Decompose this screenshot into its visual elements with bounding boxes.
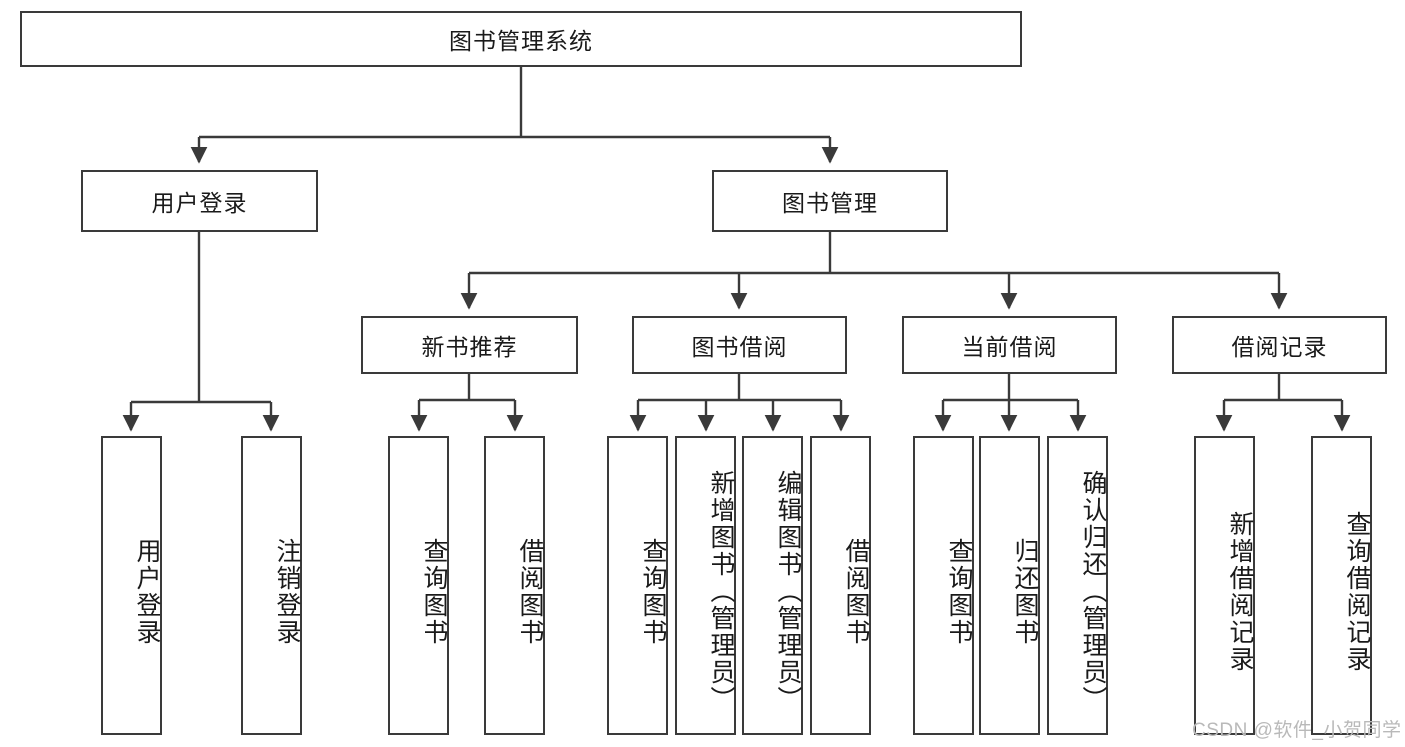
- leaf-label: 新增图书（管理员）: [707, 470, 735, 713]
- leaf-label: 查询图书: [420, 537, 448, 646]
- node-user-login-label: 用户登录: [151, 190, 248, 216]
- leaf-book-borrow-borrow[interactable]: 借阅图书: [810, 436, 871, 735]
- leaf-book-borrow-query[interactable]: 查询图书: [607, 436, 668, 735]
- leaf-user-login-signin[interactable]: 用户登录: [101, 436, 162, 735]
- leaf-current-borrow-return[interactable]: 归还图书: [979, 436, 1040, 735]
- leaf-label: 查询图书: [639, 537, 667, 646]
- node-book-management[interactable]: 图书管理: [712, 170, 948, 232]
- node-current-borrow[interactable]: 当前借阅: [902, 316, 1117, 374]
- node-root-label: 图书管理系统: [449, 28, 593, 54]
- leaf-user-login-signout[interactable]: 注销登录: [241, 436, 302, 735]
- leaf-new-book-query[interactable]: 查询图书: [388, 436, 449, 735]
- node-current-borrow-label: 当前借阅: [961, 334, 1058, 360]
- node-root[interactable]: 图书管理系统: [20, 11, 1022, 67]
- leaf-label: 确认归还（管理员）: [1079, 470, 1107, 713]
- leaf-label: 借阅图书: [516, 537, 544, 646]
- leaf-borrow-record-add[interactable]: 新增借阅记录: [1194, 436, 1255, 735]
- leaf-label: 查询图书: [945, 537, 973, 646]
- leaf-current-borrow-confirm-return[interactable]: 确认归还（管理员）: [1047, 436, 1108, 735]
- leaf-label: 新增借阅记录: [1226, 510, 1254, 673]
- node-new-book-recommend[interactable]: 新书推荐: [361, 316, 578, 374]
- node-book-management-label: 图书管理: [782, 190, 878, 216]
- leaf-book-borrow-edit[interactable]: 编辑图书（管理员）: [742, 436, 803, 735]
- node-user-login[interactable]: 用户登录: [81, 170, 318, 232]
- leaf-label: 用户登录: [133, 537, 161, 646]
- leaf-label: 编辑图书（管理员）: [774, 470, 802, 713]
- leaf-label: 借阅图书: [842, 537, 870, 646]
- leaf-new-book-borrow[interactable]: 借阅图书: [484, 436, 545, 735]
- watermark: CSDN @软件_小贺同学: [1192, 720, 1402, 741]
- leaf-label: 查询借阅记录: [1343, 510, 1371, 673]
- leaf-borrow-record-query[interactable]: 查询借阅记录: [1311, 436, 1372, 735]
- node-book-borrow[interactable]: 图书借阅: [632, 316, 847, 374]
- node-borrow-record[interactable]: 借阅记录: [1172, 316, 1387, 374]
- node-book-borrow-label: 图书借阅: [691, 334, 788, 360]
- leaf-label: 归还图书: [1011, 537, 1039, 646]
- node-borrow-record-label: 借阅记录: [1231, 334, 1328, 360]
- leaf-book-borrow-add[interactable]: 新增图书（管理员）: [675, 436, 736, 735]
- leaf-label: 注销登录: [273, 537, 301, 646]
- node-new-book-recommend-label: 新书推荐: [421, 334, 518, 360]
- leaf-current-borrow-query[interactable]: 查询图书: [913, 436, 974, 735]
